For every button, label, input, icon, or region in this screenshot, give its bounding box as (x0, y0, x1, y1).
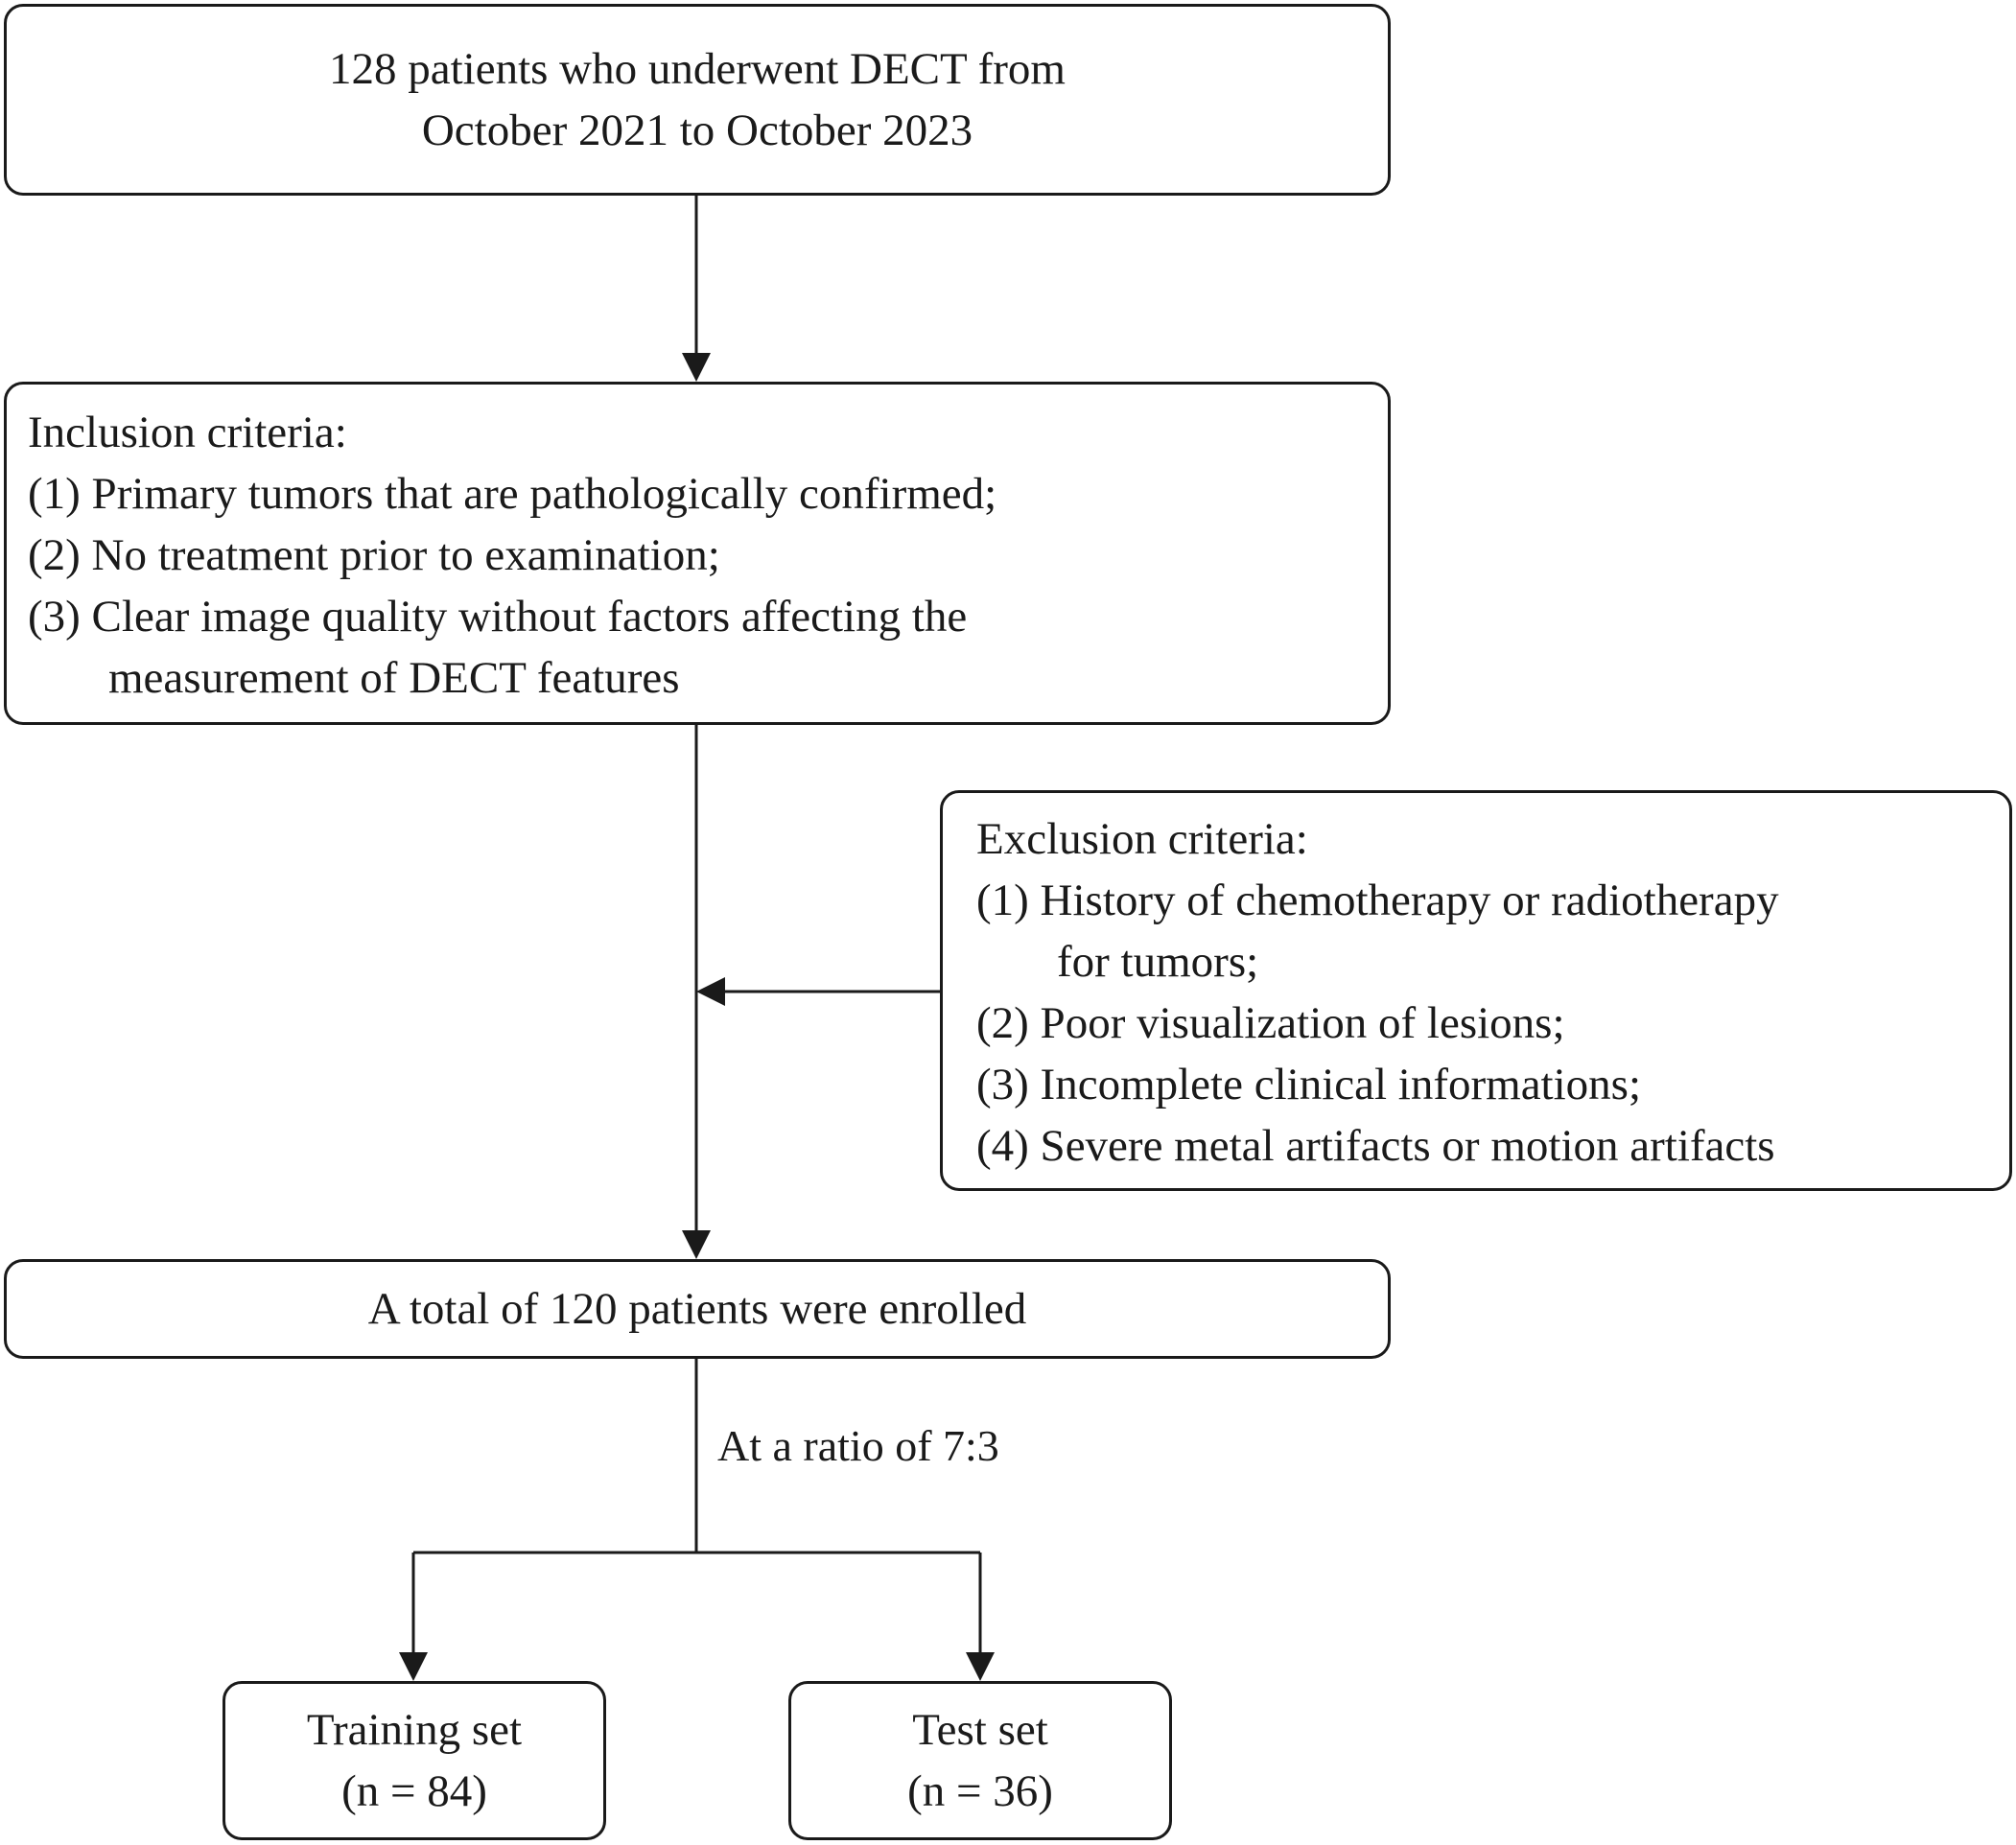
arrowhead-inclusion (682, 353, 711, 382)
arrowhead-test (966, 1652, 995, 1681)
test-set-count: (n = 36) (907, 1766, 1053, 1816)
arrowhead-exclusion (696, 977, 725, 1006)
exclusion-item-3: (3) Incomplete clinical informations; (976, 1060, 1642, 1109)
inclusion-item-3: (3) Clear image quality without factors … (28, 592, 968, 642)
exclusion-item-4: (4) Severe metal artifacts or motion art… (976, 1121, 1775, 1171)
exclusion-item-1-continuation: for tumors; (1057, 937, 1259, 987)
test-set-title: Test set (912, 1705, 1048, 1755)
source-line-2: October 2021 to October 2023 (421, 105, 973, 155)
test-set-box: Test set (n = 36) (788, 1681, 1172, 1840)
enrolled-label: A total of 120 patients were enrolled (367, 1284, 1027, 1334)
inclusion-item-3-continuation: measurement of DECT features (108, 653, 680, 703)
exclusion-heading: Exclusion criteria: (976, 814, 1308, 864)
exclusion-criteria-box: Exclusion criteria: (1) History of chemo… (940, 790, 2012, 1191)
exclusion-item-1: (1) History of chemotherapy or radiother… (976, 876, 1779, 925)
enrolled-box: A total of 120 patients were enrolled (4, 1259, 1391, 1359)
arrowhead-enrolled (682, 1230, 711, 1259)
inclusion-item-2: (2) No treatment prior to examination; (28, 530, 720, 580)
training-set-count: (n = 84) (341, 1766, 487, 1816)
inclusion-criteria-box: Inclusion criteria: (1) Primary tumors t… (4, 382, 1391, 725)
arrowhead-training (399, 1652, 428, 1681)
inclusion-item-1: (1) Primary tumors that are pathological… (28, 469, 997, 519)
exclusion-item-2: (2) Poor visualization of lesions; (976, 998, 1565, 1048)
source-line-1: 128 patients who underwent DECT from (329, 44, 1066, 94)
split-ratio-label: At a ratio of 7:3 (717, 1421, 999, 1470)
training-set-title: Training set (306, 1705, 523, 1755)
training-set-box: Training set (n = 84) (223, 1681, 606, 1840)
inclusion-heading: Inclusion criteria: (28, 408, 347, 457)
source-population-box: 128 patients who underwent DECT from Oct… (4, 4, 1391, 196)
